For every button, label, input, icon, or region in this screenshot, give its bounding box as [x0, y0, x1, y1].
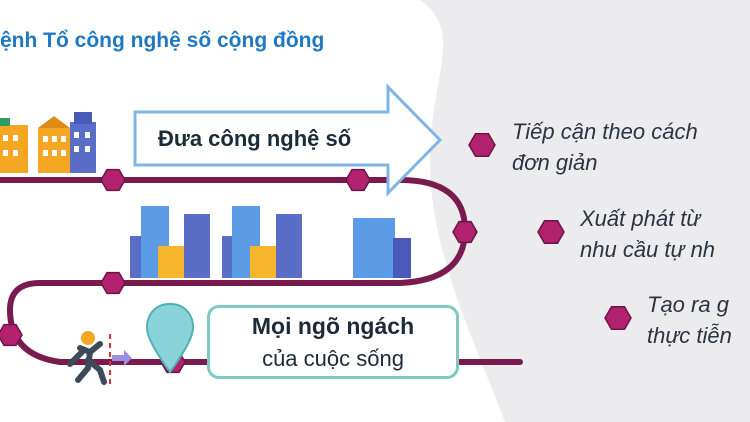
city-buildings-icon [130, 206, 210, 278]
banner-arrow [133, 83, 443, 197]
bullet-item: Xuất phát từ nhu cầu tự nh [580, 203, 715, 265]
background-shape [420, 0, 750, 422]
location-pin-icon [146, 302, 194, 374]
bullet-hexagon-icon [537, 219, 565, 245]
bullet-line2: đơn giản [512, 150, 598, 175]
callout-box: Mọi ngõ ngách của cuộc sống [207, 305, 459, 379]
road-hexagon-marker [452, 220, 478, 244]
bullet-line2: nhu cầu tự nh [580, 237, 716, 262]
bullet-line2: thực tiễn [647, 323, 732, 348]
bullet-line1: Xuất phát từ [580, 206, 701, 231]
road-hexagon-marker [345, 168, 371, 192]
road-hexagon-marker [100, 271, 126, 295]
bullet-item: Tạo ra g thực tiễn [647, 289, 732, 351]
bullet-line1: Tạo ra g [647, 292, 729, 317]
bullet-line1: Tiếp cận theo cách [512, 119, 698, 144]
bullet-hexagon-icon [468, 132, 496, 158]
city-buildings-icon [222, 206, 302, 278]
page-title: ệnh Tổ công nghệ số cộng đồng [0, 29, 325, 52]
bullet-item: Tiếp cận theo cách đơn giản [512, 116, 698, 178]
road-hexagon-marker [0, 323, 23, 347]
city-buildings-icon [0, 112, 96, 173]
city-buildings-icon [353, 218, 411, 278]
road-hexagon-marker [100, 168, 126, 192]
callout-line1: Mọi ngõ ngách [251, 313, 415, 339]
callout-line2: của cuộc sống [262, 346, 404, 371]
banner-label: Đưa công nghệ số [158, 126, 352, 151]
bullet-hexagon-icon [604, 305, 632, 331]
running-person-exit-icon [67, 331, 132, 385]
